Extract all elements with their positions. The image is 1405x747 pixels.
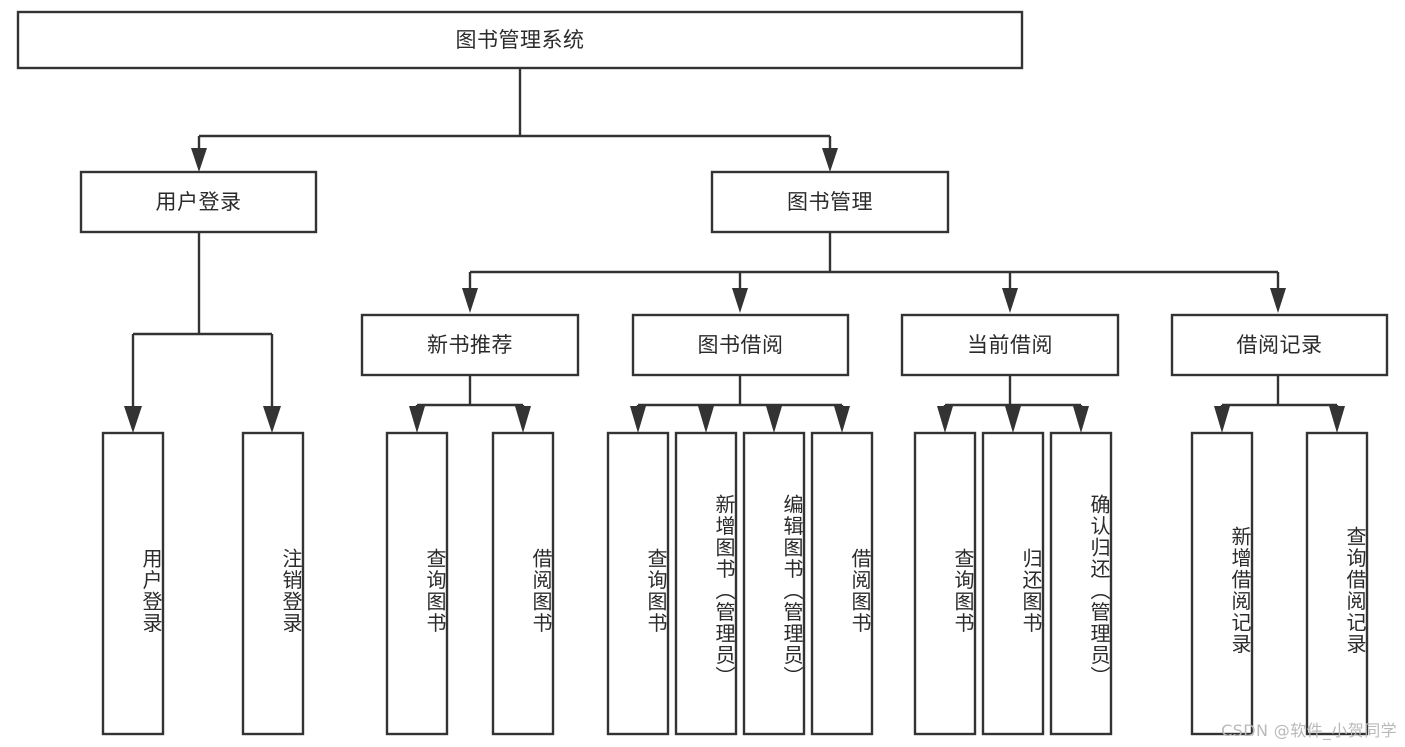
node-root[interactable] [16, 10, 1024, 70]
leaf-box-current-borrow-0[interactable] [913, 431, 977, 736]
leaf-box-user-login-1[interactable] [241, 431, 305, 736]
node-user-login[interactable] [79, 170, 318, 234]
connector-bookborrow-to-leaves [630, 375, 850, 433]
connector-root-to-level2 [191, 68, 838, 172]
leaf-box-user-login-0[interactable] [101, 431, 165, 736]
node-new-book-recommend[interactable] [360, 313, 580, 377]
leaf-box-book-borrow-2[interactable] [742, 431, 806, 736]
watermark-text: CSDN @软件_小贺同学 [1221, 721, 1397, 740]
leaf-box-new-book-0[interactable] [385, 431, 449, 736]
node-book-management[interactable] [710, 170, 950, 234]
leaf-box-borrow-record-1[interactable] [1305, 431, 1369, 736]
leaf-box-current-borrow-1[interactable] [981, 431, 1045, 736]
connector-bookmgmt-to-level3 [462, 232, 1286, 313]
leaf-box-current-borrow-2[interactable] [1049, 431, 1113, 736]
connector-currentborrow-to-leaves [937, 375, 1089, 433]
leaf-box-book-borrow-1[interactable] [674, 431, 738, 736]
node-book-borrow[interactable] [631, 313, 850, 377]
connector-userlogin-to-leaves [124, 232, 281, 433]
leaf-box-new-book-1[interactable] [491, 431, 555, 736]
node-current-borrow[interactable] [900, 313, 1120, 377]
connector-borrowrecord-to-leaves [1214, 375, 1345, 433]
leaf-box-book-borrow-3[interactable] [810, 431, 874, 736]
connector-newbook-to-leaves [409, 375, 531, 433]
leaf-box-book-borrow-0[interactable] [606, 431, 670, 736]
node-borrow-record[interactable] [1170, 313, 1389, 377]
leaf-box-borrow-record-0[interactable] [1190, 431, 1254, 736]
